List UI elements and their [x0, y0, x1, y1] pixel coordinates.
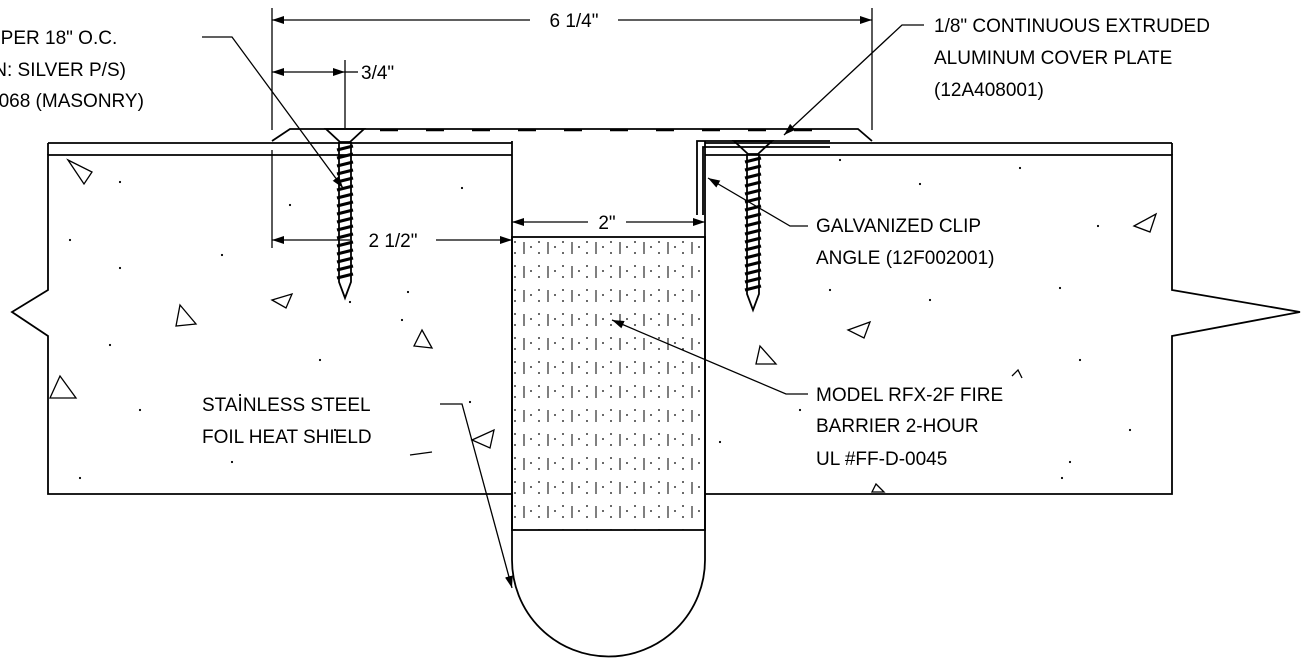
- callout-cover-plate-line-2: ALUMINUM COVER PLATE: [934, 48, 1172, 69]
- concrete-dots: [68, 158, 1132, 480]
- dim-joint-width-label: 2": [598, 213, 615, 234]
- dim-edge-to-screw-label: 3/4": [361, 63, 394, 84]
- callout-heat-shield-line-2: FOIL HEAT SHIELD: [202, 427, 372, 448]
- callout-cover-plate-line-3: (12A408001): [934, 80, 1044, 101]
- callout-clip-angle-line-1: GALVANIZED CLIP: [816, 216, 981, 237]
- callout-screw-line-2: IN: SILVER P/S): [0, 60, 126, 81]
- fire-barrier-block: [511, 236, 706, 531]
- callout-cover-plate: 1/8" CONTINUOUS EXTRUDED ALUMINUM COVER …: [783, 16, 1210, 136]
- callout-screw-line-1: PPER 18" O.C.: [0, 28, 117, 49]
- callout-clip-angle-line-2: ANGLE (12F002001): [816, 248, 995, 269]
- dimension-screw-to-joint: 2 1/2": [271, 150, 512, 252]
- dimension-joint-width: 2": [512, 213, 705, 234]
- callout-cover-plate-line-1: 1/8" CONTINUOUS EXTRUDED: [934, 16, 1210, 37]
- dimension-edge-to-screw: 3/4": [272, 60, 394, 128]
- callout-heat-shield-line-1: STAINLESS STEEL: [202, 395, 371, 416]
- galvanized-clip-angle: [696, 140, 830, 215]
- left-screw: [323, 128, 367, 301]
- callout-heat-shield: STAINLESS STEEL FOIL HEAT SHIELD: [202, 395, 513, 589]
- callout-fire-barrier-line-2: BARRIER 2-HOUR: [816, 416, 979, 437]
- heat-shield-loop: [511, 559, 706, 658]
- callout-fire-barrier-line-1: MODEL RFX-2F FIRE: [816, 385, 1003, 406]
- callout-screw-line-3: 3068 (MASONRY): [0, 91, 144, 112]
- callout-fire-barrier: MODEL RFX-2F FIRE BARRIER 2-HOUR UL #FF-…: [611, 319, 1003, 470]
- concrete-aggregate: [48, 158, 1158, 493]
- dimension-overall: 6 1/4": [271, 8, 873, 130]
- callout-screw: PPER 18" O.C. IN: SILVER P/S) 3068 (MASO…: [0, 28, 344, 189]
- right-concrete-slab: [705, 154, 1301, 495]
- right-screw: [731, 140, 775, 313]
- callout-fire-barrier-line-3: UL #FF-D-0045: [816, 449, 947, 470]
- dim-screw-to-joint-label: 2 1/2": [368, 231, 417, 252]
- dim-overall-label: 6 1/4": [549, 11, 598, 32]
- slab-top-surface: [47, 142, 1173, 155]
- callout-clip-angle: GALVANIZED CLIP ANGLE (12F002001): [707, 177, 995, 269]
